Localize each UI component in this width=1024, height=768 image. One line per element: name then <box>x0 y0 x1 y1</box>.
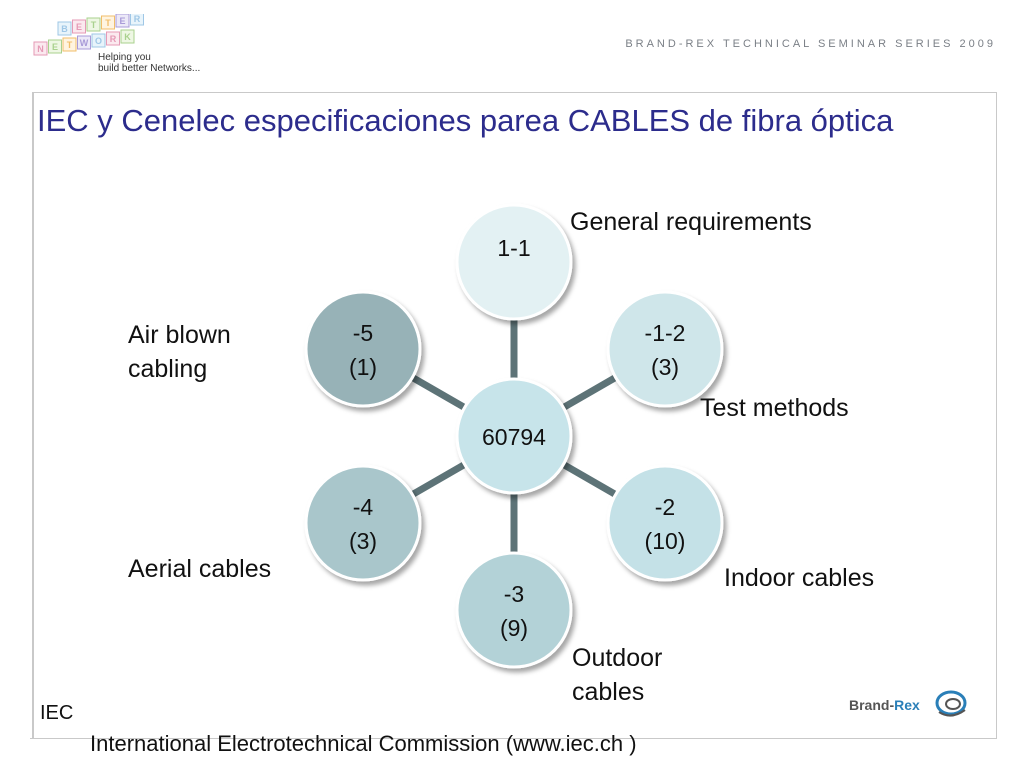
node-5-circle <box>304 290 422 408</box>
node-1-2: -1-2 (3) <box>606 290 724 408</box>
node-3-circle <box>455 551 573 669</box>
label-outdoor-line1: Outdoor <box>572 644 663 672</box>
node-1-1: 1-1 <box>455 203 573 321</box>
slide-frame-bottom-edge <box>30 738 996 739</box>
logo-cube <box>48 39 62 54</box>
label-indoor-cables: Indoor cables <box>724 564 875 592</box>
logo-tagline: Helping you build better Networks... <box>98 52 200 74</box>
seminar-series-label: BRAND-REX TECHNICAL SEMINAR SERIES 2009 <box>625 38 996 50</box>
label-test-methods: Test methods <box>700 394 849 422</box>
logo-cube-letter: R <box>134 14 141 24</box>
node-2-circle <box>606 464 724 582</box>
node-3: -3 (9) <box>455 551 573 669</box>
label-outdoor-cables: Outdoor cables <box>572 641 662 709</box>
logo-cube-letter: E <box>119 16 125 26</box>
brand-rex-logo: Brand-Rex <box>849 690 967 717</box>
brand-rex-name-part-1: Brand- <box>849 697 894 713</box>
brand-rex-swirl-icon <box>935 690 967 717</box>
logo-cube-letter: E <box>52 42 58 52</box>
logo-cube-letter: E <box>76 22 82 32</box>
logo-cube-letter: T <box>105 18 111 28</box>
logo-tagline-line-2: build better Networks... <box>98 63 201 74</box>
slide-frame <box>32 92 997 739</box>
label-general-requirements: General requirements <box>570 208 812 236</box>
logo-cube <box>115 14 130 28</box>
node-3-line2: (9) <box>500 615 528 641</box>
slide-frame-left-edge <box>32 92 34 738</box>
slide-title: IEC y Cenelec especificaciones parea CAB… <box>37 103 894 138</box>
node-4-line1: -4 <box>353 494 374 520</box>
node-3-line1: -3 <box>504 581 524 607</box>
node-4-line2: (3) <box>349 528 377 554</box>
logo-cube <box>130 14 144 26</box>
node-1-2-line1: -1-2 <box>645 320 686 346</box>
node-4: -4 (3) <box>304 464 422 582</box>
logo-cube <box>77 35 91 50</box>
node-5-line1: -5 <box>353 320 373 346</box>
node-1-1-circle <box>455 203 573 321</box>
node-2: -2 (10) <box>606 464 724 582</box>
logo-cube-letter: T <box>67 40 73 50</box>
center-node: 60794 <box>455 377 573 495</box>
logo-cube <box>101 15 115 30</box>
logo-cube-letter: R <box>110 34 117 44</box>
node-2-line1: -2 <box>655 494 675 520</box>
logo-cube-letter: B <box>61 24 68 34</box>
label-outdoor-line2: cables <box>572 678 645 706</box>
node-1-2-line2: (3) <box>651 354 679 380</box>
label-aerial-cables: Aerial cables <box>128 555 272 583</box>
logo-cube <box>57 21 72 36</box>
logo-cube-letter: T <box>91 20 97 30</box>
logo-tagline-line-1: Helping you <box>98 52 151 63</box>
logo-cube <box>86 17 101 32</box>
footer-iec-full-name: International Electrotechnical Commissio… <box>90 731 637 756</box>
logo-cube <box>120 29 135 44</box>
logo-cube <box>72 19 86 34</box>
node-5: -5 (1) <box>304 290 422 408</box>
footer-iec: IEC <box>40 702 74 724</box>
node-4-circle <box>304 464 422 582</box>
node-1-2-circle <box>606 290 724 408</box>
label-air-line2: cabling <box>128 355 208 383</box>
logo-cube <box>106 31 120 46</box>
center-node-label: 60794 <box>482 424 546 450</box>
logo-cube-letter: N <box>37 44 44 54</box>
label-air-line1: Air blown <box>128 321 231 349</box>
node-5-line2: (1) <box>349 354 377 380</box>
svg-text:Brand-Rex: Brand-Rex <box>849 697 920 713</box>
node-2-line2: (10) <box>645 528 686 554</box>
logo-cube-letter: W <box>80 38 89 48</box>
brand-rex-name-part-2: Rex <box>894 697 920 713</box>
logo-cube <box>91 33 106 48</box>
label-air-blown-cabling: Air blown cabling <box>128 318 231 386</box>
logo-cube <box>33 41 48 56</box>
logo-cube-letter: K <box>124 32 131 42</box>
logo-cube-letter: O <box>95 36 102 46</box>
node-1-1-line1: 1-1 <box>497 235 530 261</box>
logo-cube <box>62 37 77 52</box>
